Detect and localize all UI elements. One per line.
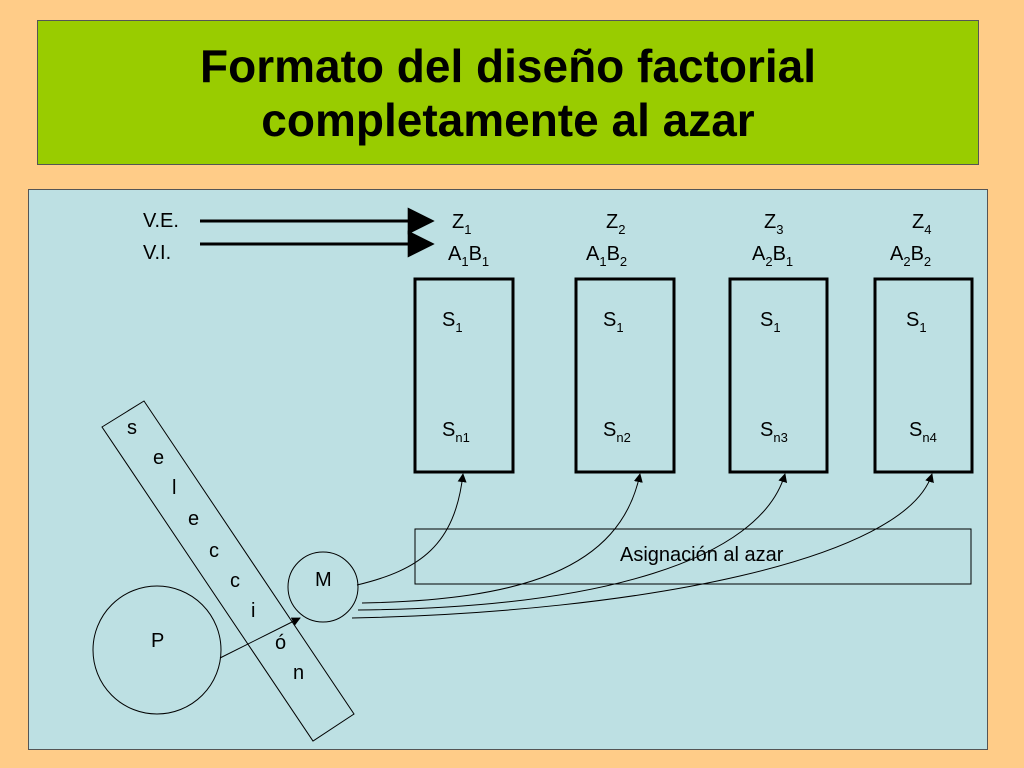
sample-circle bbox=[287, 551, 359, 623]
population-to-sample-arrow bbox=[219, 617, 301, 659]
selection-letter-4: e bbox=[188, 508, 199, 530]
assignment-arrow-1 bbox=[356, 473, 467, 586]
group-2-s1: S1 bbox=[603, 309, 624, 335]
group-4: Z4 A2B2 S1 Sn4 bbox=[873, 211, 974, 474]
group-3: Z3 A2B1 S1 Sn3 bbox=[728, 211, 829, 474]
title-line-1: Formato del diseño factorial bbox=[200, 39, 816, 92]
ve-label: V.E. bbox=[143, 210, 179, 232]
title-box: Formato del diseño factorial completamen… bbox=[37, 20, 979, 165]
selection-letter-1: s bbox=[127, 417, 137, 439]
assignment-arrow-3 bbox=[357, 473, 788, 611]
group-3-sn: Sn3 bbox=[760, 419, 788, 445]
group-4-ab-label: A2B2 bbox=[890, 243, 931, 269]
group-1-sn: Sn1 bbox=[442, 419, 470, 445]
group-2: Z2 A1B2 S1 Sn2 bbox=[574, 211, 676, 474]
group-3-box bbox=[728, 277, 829, 474]
selection-band bbox=[101, 400, 355, 742]
assignment-arrow-2 bbox=[361, 473, 643, 604]
selection-letter-8: ó bbox=[275, 632, 286, 654]
title-line-2: completamente al azar bbox=[261, 93, 755, 146]
group-4-z-label: Z4 bbox=[912, 211, 931, 237]
population-label: P bbox=[151, 630, 164, 652]
group-3-s1: S1 bbox=[760, 309, 781, 335]
selection-letter-2: e bbox=[153, 447, 164, 469]
group-4-s1: S1 bbox=[906, 309, 927, 335]
group-2-z-label: Z2 bbox=[606, 211, 625, 237]
group-1-z-label: Z1 bbox=[452, 211, 471, 237]
group-2-sn: Sn2 bbox=[603, 419, 631, 445]
sample-label: M bbox=[315, 569, 332, 591]
group-1: Z1 A1B1 S1 Sn1 bbox=[413, 211, 515, 474]
group-2-box bbox=[574, 277, 676, 474]
slide-title: Formato del diseño factorial completamen… bbox=[200, 39, 816, 147]
group-1-ab-label: A1B1 bbox=[448, 243, 489, 269]
group-1-box bbox=[413, 277, 515, 474]
vi-label: V.I. bbox=[143, 242, 171, 264]
group-2-ab-label: A1B2 bbox=[586, 243, 627, 269]
group-3-z-label: Z3 bbox=[764, 211, 783, 237]
group-4-sn: Sn4 bbox=[909, 419, 937, 445]
group-3-ab-label: A2B1 bbox=[752, 243, 793, 269]
assignment-arrow-4 bbox=[351, 473, 934, 619]
selection-letter-5: c bbox=[209, 540, 219, 562]
selection-letter-6: c bbox=[230, 570, 240, 592]
random-assignment-box bbox=[414, 528, 972, 585]
group-4-box bbox=[873, 277, 974, 474]
selection-letter-3: l bbox=[172, 477, 176, 499]
selection-letter-9: n bbox=[293, 662, 304, 684]
population-circle bbox=[92, 585, 222, 715]
selection-letter-7: i bbox=[251, 600, 255, 622]
selection-letters: s e l e c c i ó n bbox=[127, 417, 304, 684]
group-1-s1: S1 bbox=[442, 309, 463, 335]
